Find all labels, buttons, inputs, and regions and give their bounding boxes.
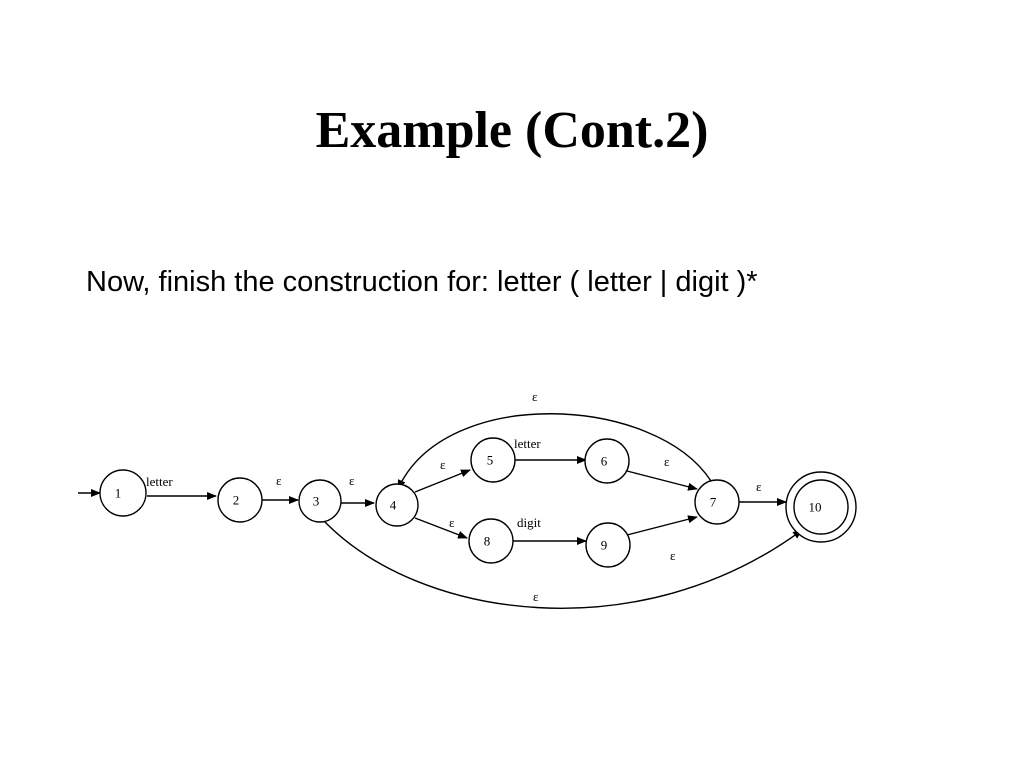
state-9-label: 9 bbox=[601, 538, 608, 553]
edge-9-7 bbox=[626, 515, 698, 536]
slide-title: Example (Cont.2) bbox=[315, 102, 709, 159]
edge-4-5 bbox=[414, 469, 471, 493]
edge-6-7 bbox=[626, 470, 698, 491]
state-6-label: 6 bbox=[601, 454, 608, 469]
state-3: 3 bbox=[298, 479, 342, 523]
state-10-label: 10 bbox=[809, 500, 822, 515]
edge-label-8-9: digit bbox=[517, 515, 541, 530]
edge-label-3-4: ε bbox=[349, 473, 355, 488]
edge-label-7-10: ε bbox=[756, 479, 762, 494]
edge-label-1-2: letter bbox=[146, 474, 173, 489]
edge-label-9-7: ε bbox=[670, 548, 676, 563]
slide-body-text: Now, finish the construction for: letter… bbox=[86, 266, 758, 298]
state-5-label: 5 bbox=[487, 453, 494, 468]
edge-label-5-6: letter bbox=[514, 436, 541, 451]
state-5: 5 bbox=[470, 437, 516, 483]
edge-label-6-7: ε bbox=[664, 454, 670, 469]
edge-label-3-10: ε bbox=[533, 589, 539, 604]
state-2: 2 bbox=[217, 477, 263, 523]
state-7: 7 bbox=[694, 479, 740, 525]
state-3-label: 3 bbox=[313, 494, 320, 509]
state-10-accepting: 10 bbox=[785, 471, 857, 543]
edge-label-4-8: ε bbox=[449, 515, 455, 530]
state-8-label: 8 bbox=[484, 534, 491, 549]
edge-7-4 bbox=[397, 413, 712, 490]
state-1: 1 bbox=[99, 469, 147, 517]
edge-3-10 bbox=[323, 520, 803, 609]
state-2-label: 2 bbox=[233, 493, 240, 508]
edge-label-2-3: ε bbox=[276, 473, 282, 488]
edge-label-7-4: ε bbox=[532, 389, 538, 404]
state-7-label: 7 bbox=[710, 495, 717, 510]
state-4: 4 bbox=[375, 483, 419, 527]
state-6: 6 bbox=[584, 438, 630, 484]
state-1-label: 1 bbox=[115, 486, 122, 501]
state-9: 9 bbox=[585, 522, 631, 568]
edge-label-4-5: ε bbox=[440, 457, 446, 472]
state-4-label: 4 bbox=[390, 498, 397, 513]
state-8: 8 bbox=[468, 518, 514, 564]
edge-4-8 bbox=[414, 517, 468, 539]
